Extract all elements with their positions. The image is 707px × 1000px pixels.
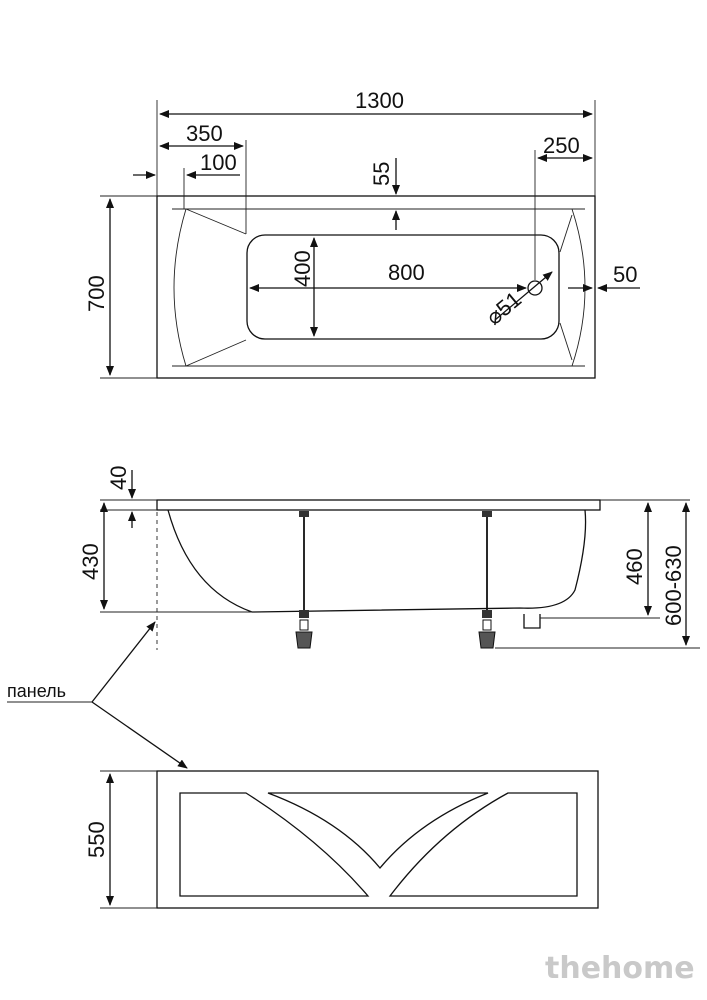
dim-250: 250 (543, 133, 580, 158)
dim-550: 550 (84, 821, 109, 858)
dim-1300: 1300 (355, 88, 404, 113)
watermark-logo: thehome (545, 951, 695, 986)
front-panel (156, 770, 599, 909)
dim-800: 800 (388, 260, 425, 285)
dim-350: 350 (186, 121, 223, 146)
tub-outline-top (156, 195, 596, 379)
dim-600-630: 600-630 (661, 545, 686, 626)
dim-100: 100 (200, 150, 237, 175)
panel-cutout-center (267, 792, 489, 870)
tub-rim (156, 499, 601, 511)
leg-right (478, 511, 496, 649)
basin-outline (246, 234, 560, 340)
dim-400: 400 (290, 250, 315, 287)
side-view: 40 430 460 600-630 (78, 466, 700, 650)
dim-460: 460 (622, 548, 647, 585)
dim-diameter-51: ⌀51 (481, 286, 526, 329)
dim-50: 50 (613, 262, 637, 287)
dim-40: 40 (106, 466, 131, 490)
dim-700: 700 (84, 275, 109, 312)
drain-icon (527, 280, 543, 296)
panel-cutout-left (179, 792, 370, 897)
top-view: 1300 350 100 55 250 700 400 800 50 (84, 88, 640, 379)
panel-view: панель 550 (7, 621, 599, 909)
tub-body-side (167, 509, 587, 613)
leg-left (295, 511, 313, 649)
panel-label: панель (7, 681, 66, 701)
dim-55: 55 (369, 162, 394, 186)
panel-cutout-right (388, 792, 578, 897)
dim-430: 430 (78, 543, 103, 580)
